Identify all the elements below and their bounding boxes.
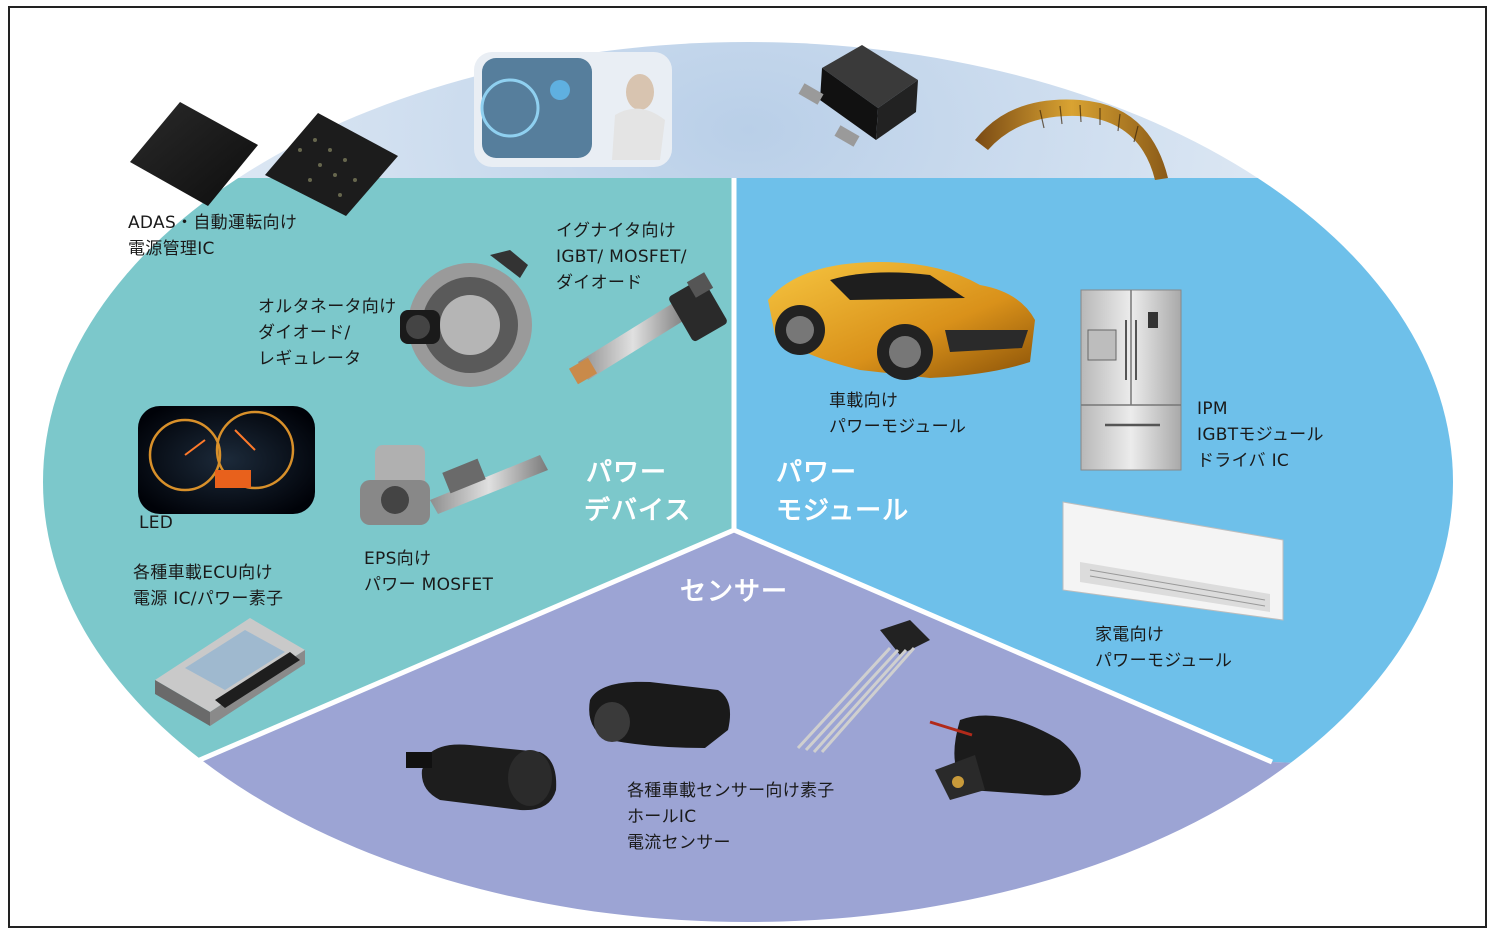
igniter-label-line2: IGBT/ MOSFET/ bbox=[556, 247, 687, 267]
appliance-label-line2: パワーモジュール bbox=[1095, 651, 1233, 671]
sensor-segment bbox=[43, 530, 1453, 922]
adas-label: ADAS・自動運転向け 電源管理IC bbox=[128, 210, 297, 262]
ecu-label-line1: 各種車載ECU向け bbox=[133, 563, 273, 583]
ecu-label-line2: 電源 IC/パワー素子 bbox=[133, 589, 284, 609]
ecu-label: 各種車載ECU向け 電源 IC/パワー素子 bbox=[133, 560, 283, 612]
alternator-label: オルタネータ向け ダイオード/ レギュレータ bbox=[258, 294, 396, 372]
hall-ic-image bbox=[796, 620, 930, 754]
bga-chip-image bbox=[130, 102, 398, 216]
appliance-label: 家電向け パワーモジュール bbox=[1095, 622, 1232, 674]
current-sensor-image bbox=[929, 715, 1081, 800]
ipm-label-line3: ドライバ IC bbox=[1197, 451, 1290, 471]
led-label-text: LED bbox=[139, 513, 174, 533]
power-device-title-line1: パワー bbox=[586, 458, 668, 488]
alternator-label-line2: ダイオード/ bbox=[258, 323, 351, 343]
sensor-items-label-line1: 各種車載センサー向け素子 bbox=[627, 781, 835, 801]
hall-sensor-housing-image bbox=[589, 681, 731, 748]
alternator-label-line3: レギュレータ bbox=[258, 349, 362, 369]
ipm-label-line2: IGBTモジュール bbox=[1197, 425, 1324, 445]
dpak-transistor-image bbox=[798, 45, 918, 147]
autonomous-driving-image bbox=[474, 52, 672, 167]
ipm-label: IPM IGBTモジュール ドライバ IC bbox=[1197, 396, 1324, 474]
flexible-circuit-image bbox=[975, 99, 1168, 180]
sensor-items-label-line3: 電流センサー bbox=[627, 833, 731, 853]
sensor-items-label-line2: ホールIC bbox=[627, 807, 697, 827]
sensor-title: センサー bbox=[680, 573, 788, 611]
refrigerator-image bbox=[1080, 289, 1182, 471]
sports-car-image bbox=[768, 262, 1035, 380]
adas-label-line1: ADAS・自動運転向け bbox=[128, 213, 298, 233]
power-module-title: パワー モジュール bbox=[776, 454, 909, 530]
igniter-label-line1: イグナイタ向け bbox=[556, 221, 677, 241]
air-conditioner-image bbox=[1062, 501, 1284, 621]
car-label-line1: 車載向け bbox=[829, 391, 899, 411]
alternator-label-line1: オルタネータ向け bbox=[258, 297, 397, 317]
adas-label-line2: 電源管理IC bbox=[128, 239, 215, 259]
igniter-label-line3: ダイオード bbox=[556, 273, 643, 293]
eps-steering-image bbox=[360, 445, 548, 525]
alternator-image bbox=[400, 250, 532, 387]
power-device-title-line2: デバイス bbox=[584, 496, 692, 526]
power-module-title-line2: モジュール bbox=[776, 496, 910, 526]
sensor-title-text: センサー bbox=[680, 577, 789, 607]
power-device-title: パワー デバイス bbox=[584, 454, 691, 530]
power-module-title-line1: パワー bbox=[776, 458, 858, 488]
led-label: LED bbox=[139, 510, 173, 536]
ecu-unit-image bbox=[155, 618, 305, 726]
sensor-items-label: 各種車載センサー向け素子 ホールIC 電流センサー bbox=[627, 778, 835, 856]
dashboard-led-image bbox=[138, 406, 315, 514]
appliance-label-line1: 家電向け bbox=[1095, 625, 1165, 645]
eps-label-line1: EPS向け bbox=[364, 549, 432, 569]
eps-label-line2: パワー MOSFET bbox=[364, 575, 494, 595]
car-label: 車載向け パワーモジュール bbox=[829, 388, 966, 440]
car-label-line2: パワーモジュール bbox=[829, 417, 967, 437]
parking-sensor-image bbox=[406, 744, 557, 811]
eps-label: EPS向け パワー MOSFET bbox=[364, 546, 493, 598]
ipm-label-line1: IPM bbox=[1197, 399, 1228, 419]
ignition-coil-image bbox=[568, 272, 727, 385]
igniter-label: イグナイタ向け IGBT/ MOSFET/ ダイオード bbox=[556, 218, 687, 296]
